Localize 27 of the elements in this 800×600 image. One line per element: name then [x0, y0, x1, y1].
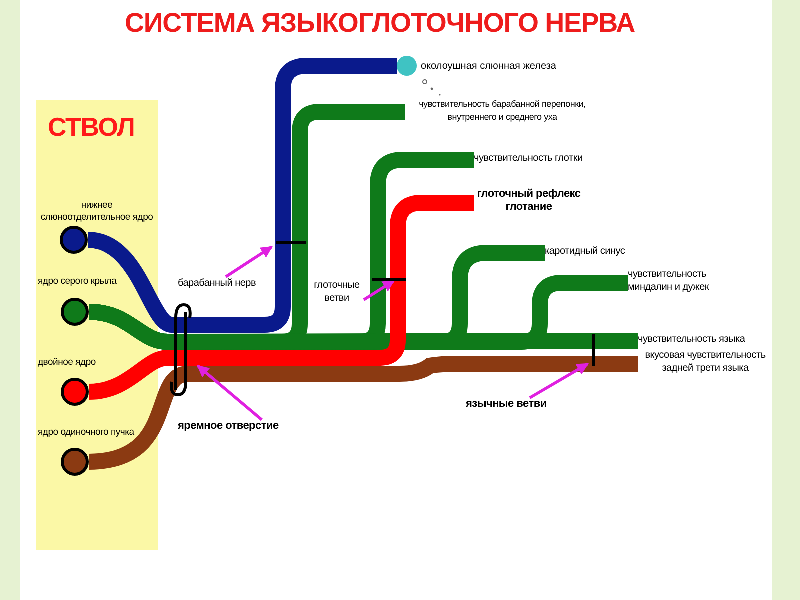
nucleus-label: ядро серого крыла [38, 276, 118, 288]
target-label: чувствительность языка [638, 333, 773, 349]
brainstem-band [36, 100, 158, 550]
callout-label: яремное отверстие [178, 420, 288, 436]
nerve-path [86, 58, 397, 333]
nucleus-label: двойное ядро [38, 357, 97, 369]
target-label: чувствительность миндалин и дужек [628, 268, 748, 298]
gland-label: околоушная слюнная железа [421, 60, 556, 74]
nerve-path [88, 195, 474, 400]
callout-label: барабанный нерв [178, 277, 270, 291]
pointer-arrow [363, 280, 396, 302]
nucleus-label: ядро одиночного пучка [38, 427, 136, 439]
nucleus-label: нижнее слюноотделительное ядро [40, 200, 154, 224]
target-label: каротидный синус [545, 245, 635, 261]
nerve-path [88, 304, 638, 350]
target-label: чувствительность глотки [474, 152, 584, 168]
pointer-arrow [197, 364, 263, 422]
target-label: глоточный рефлекс глотание [474, 188, 584, 218]
pointer-arrow [225, 246, 273, 278]
target-label: вкусовая чувствительность задней трети языка [638, 349, 773, 379]
nerve-path [88, 356, 638, 470]
diagram-title: СИСТЕМА ЯЗЫКОГЛОТОЧНОГО НЕРВА [124, 7, 636, 40]
callout-label: глоточные ветви [312, 279, 362, 307]
callout-label: язычные ветви [466, 398, 556, 414]
band-heading: СТВОЛ [48, 111, 135, 144]
pointer-arrow [529, 362, 590, 400]
target-label: чувствительность барабанной перепонки, внутреннего и среднего уха [405, 98, 600, 126]
